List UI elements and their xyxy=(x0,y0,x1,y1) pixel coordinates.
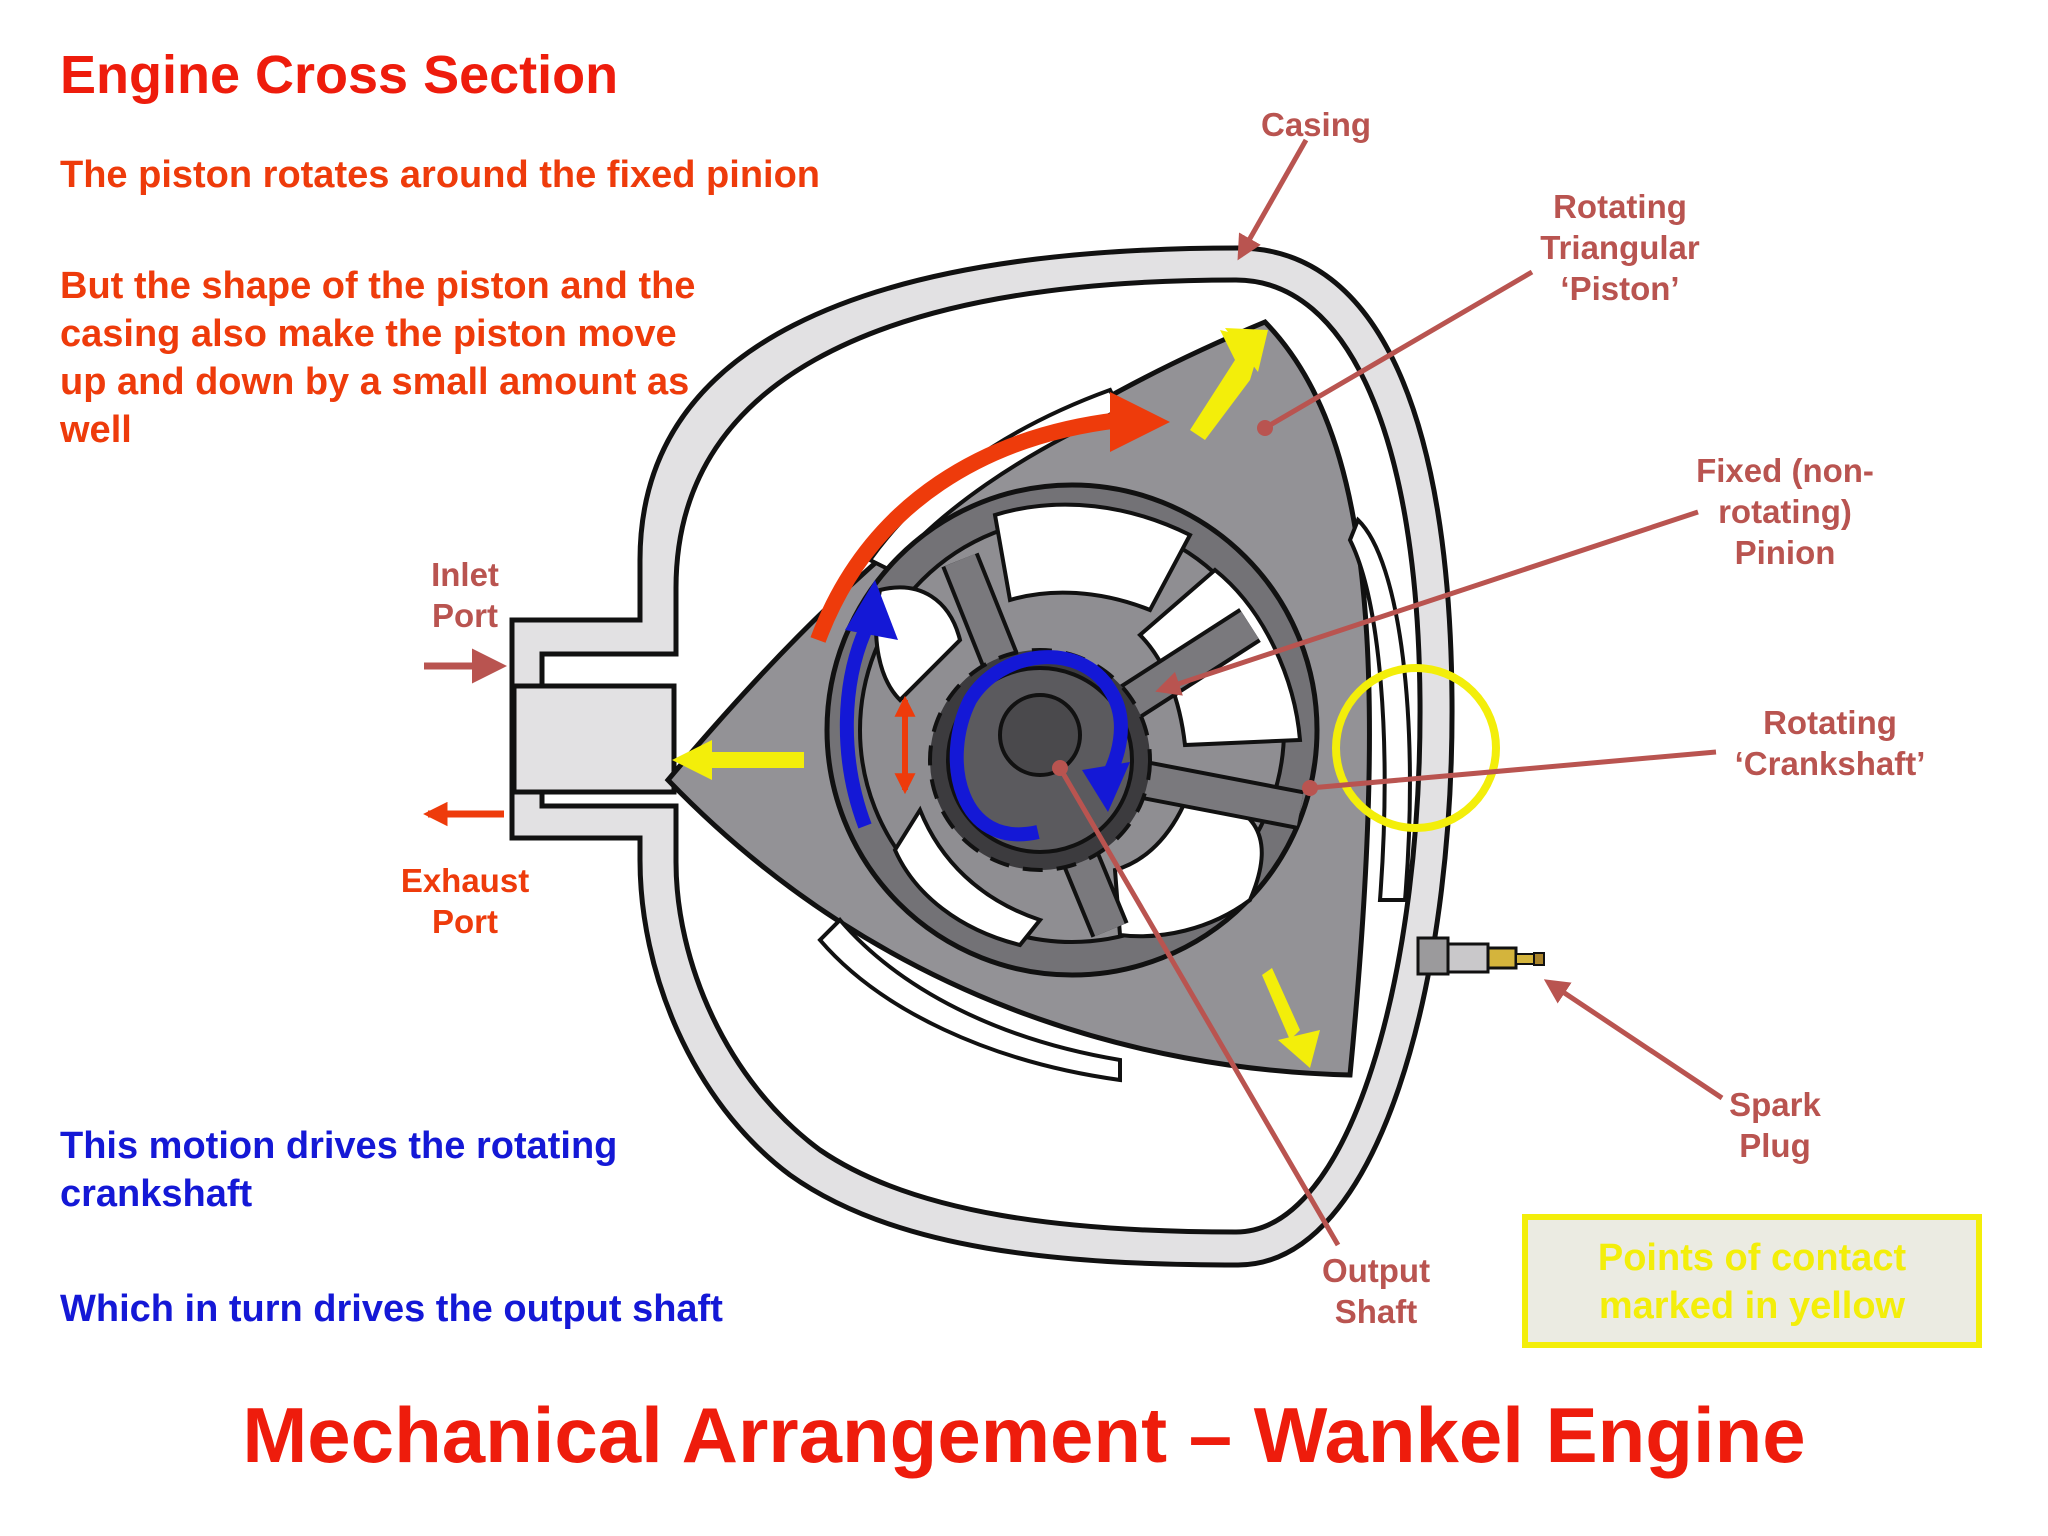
heading: Engine Cross Section xyxy=(60,45,619,105)
blue-arc-arrow xyxy=(845,580,898,640)
crank-rotation-arrow xyxy=(1082,762,1130,812)
crankshaft-note: This motion drives the rotating cranksha… xyxy=(60,1125,618,1215)
leader-lines xyxy=(1057,138,1724,1247)
spark-label-line: Plug xyxy=(1739,1127,1811,1164)
piston-label-line: Rotating xyxy=(1553,188,1687,225)
contact-point-circle xyxy=(1332,664,1500,832)
spark-plug-label: Spark Plug xyxy=(1710,1084,1840,1166)
exhaust-port-label: Exhaust Port xyxy=(385,860,545,942)
crankshaft-label-line: Rotating xyxy=(1763,704,1897,741)
spark-plug xyxy=(1416,936,1545,976)
pinion-label-line: Pinion xyxy=(1734,534,1836,571)
inlet-label-line: Port xyxy=(432,597,498,634)
pinion-label-line: Fixed (non- xyxy=(1696,452,1874,489)
spark-label-line: Spark xyxy=(1729,1086,1821,1123)
pinion-label: Fixed (non- rotating) Pinion xyxy=(1660,450,1910,573)
pinion-label-line: rotating) xyxy=(1718,493,1852,530)
pinion xyxy=(928,648,1152,872)
yellow-arrows xyxy=(672,328,1320,1068)
inlet-port-label: Inlet Port xyxy=(405,554,525,636)
output-shaft-note: Which in turn drives the output shaft xyxy=(60,1288,723,1330)
output-label-line: Shaft xyxy=(1334,1293,1418,1330)
exhaust-label-line: Port xyxy=(432,903,498,940)
piston-label-line: Triangular xyxy=(1540,229,1700,266)
diagram-title: Mechanical Arrangement – Wankel Engine xyxy=(242,1391,1806,1479)
piston-label-line: ‘Piston’ xyxy=(1560,270,1680,307)
contact-note: Points of contact marked in yellow xyxy=(1597,1237,1907,1327)
crankshaft-label: Rotating ‘Crankshaft’ xyxy=(1710,702,1950,784)
output-shaft-hub xyxy=(998,693,1082,777)
rotation-arrow xyxy=(1110,392,1170,452)
output-label-line: Output xyxy=(1321,1252,1431,1289)
description-paragraph: But the shape of the piston and the casi… xyxy=(60,265,696,451)
contact-note-box: Points of contact marked in yellow xyxy=(1522,1214,1982,1348)
crankshaft-label-line: ‘Crankshaft’ xyxy=(1734,745,1926,782)
leader-dots xyxy=(1052,420,1318,796)
piston-label: Rotating Triangular ‘Piston’ xyxy=(1500,186,1740,309)
description-line-1: The piston rotates around the fixed pini… xyxy=(60,154,821,196)
output-shaft-label: Output Shaft xyxy=(1306,1250,1446,1332)
exhaust-label-line: Exhaust xyxy=(400,862,530,899)
inlet-label-line: Inlet xyxy=(431,556,499,593)
casing-label: Casing xyxy=(1260,106,1372,143)
